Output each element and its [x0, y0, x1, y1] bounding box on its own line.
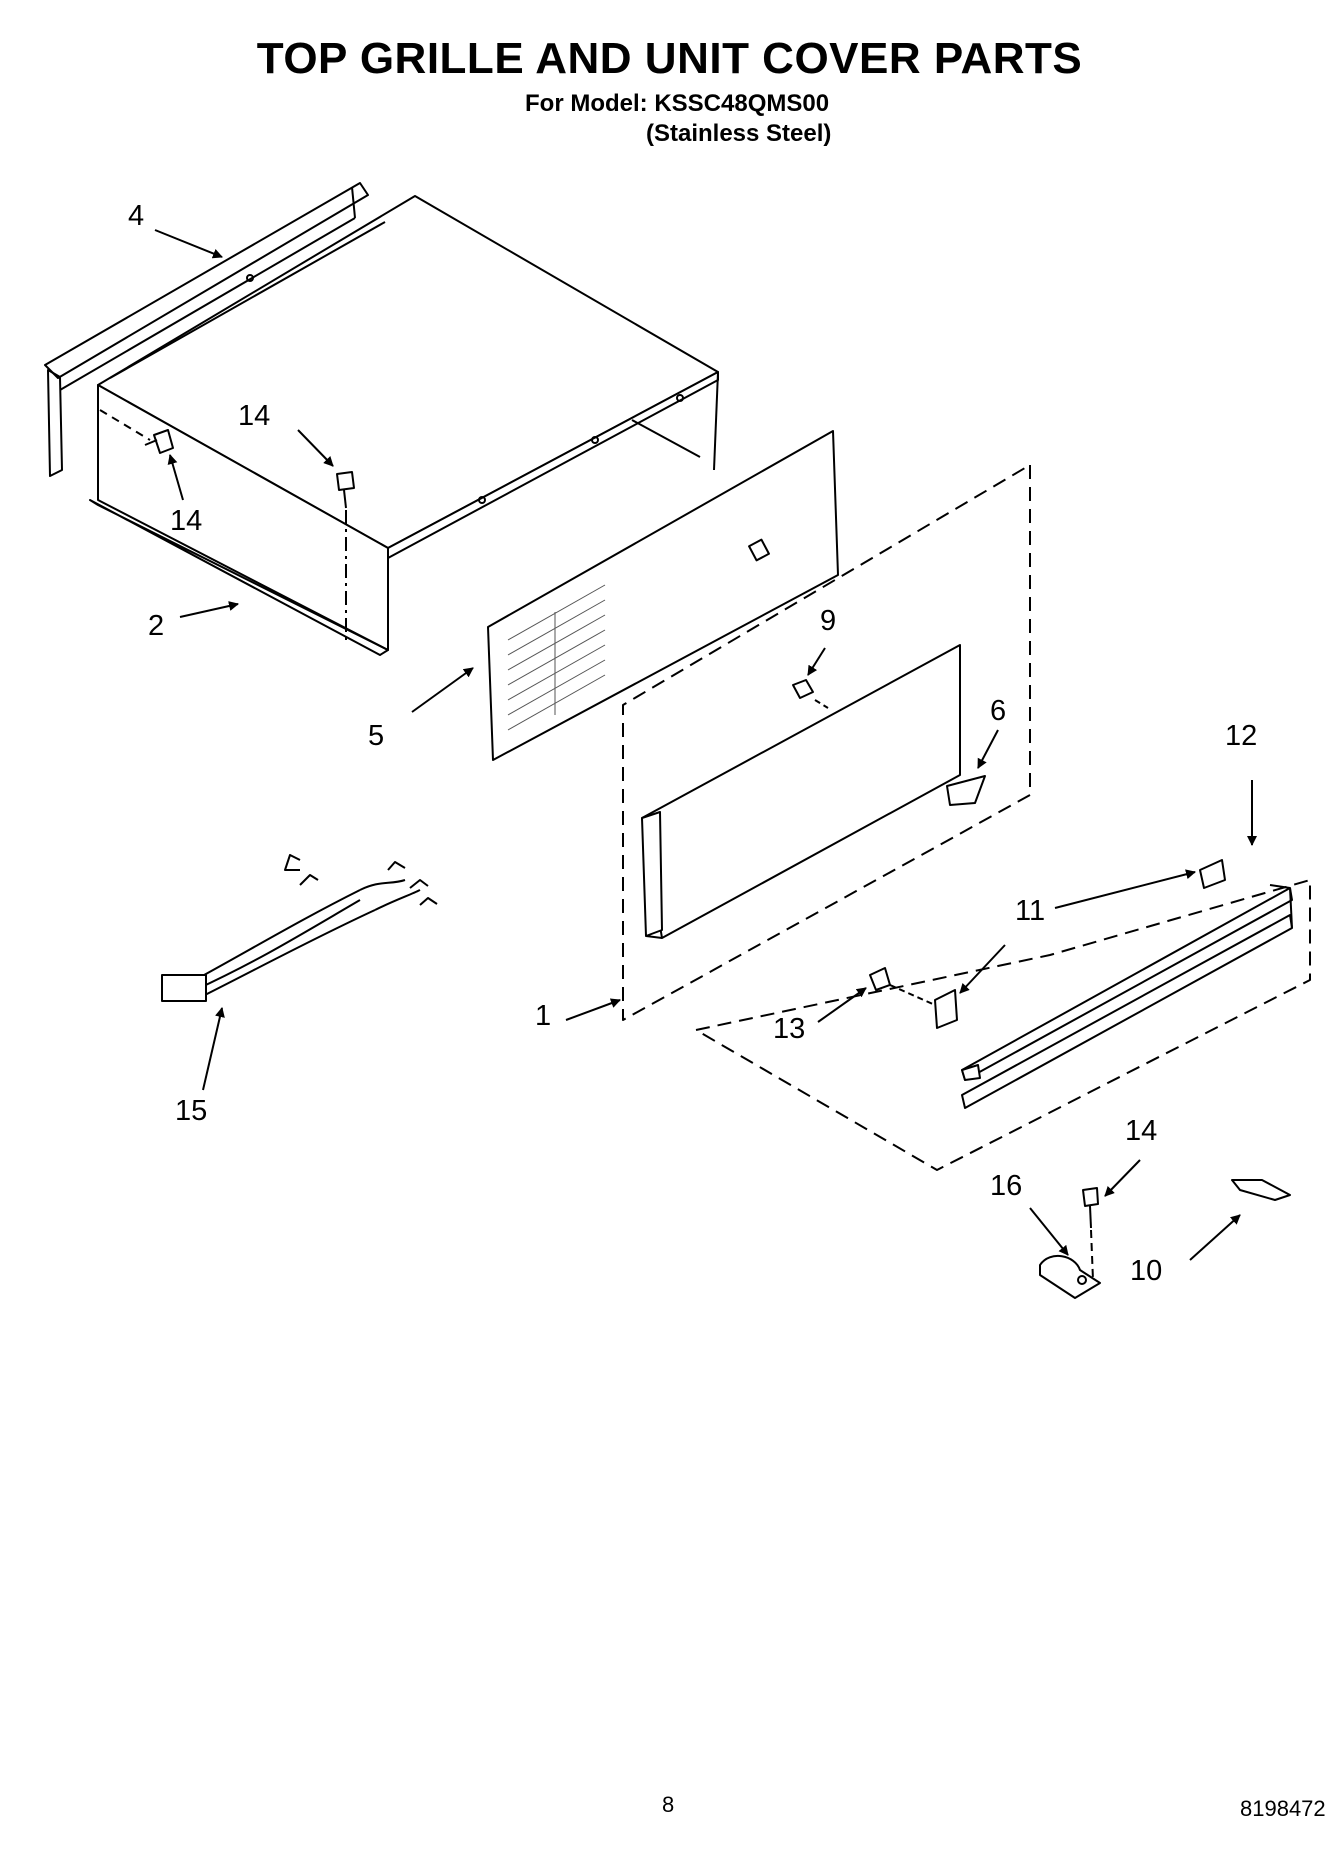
- callout-14: 14: [1125, 1115, 1157, 1147]
- part-5-back-panel: [487, 430, 839, 761]
- model-finish: (Stainless Steel): [646, 120, 832, 147]
- part-16-clamp: [1039, 1255, 1101, 1299]
- callout-5: 5: [368, 720, 384, 752]
- callout-4: 4: [128, 200, 144, 232]
- callout-1: 1: [535, 1000, 551, 1032]
- model-number: For Model: KSSC48QMS00: [525, 90, 830, 117]
- part-15-wire-harness: [161, 854, 438, 1002]
- callout-14: 14: [238, 400, 270, 432]
- screw-icon: [1082, 1187, 1099, 1281]
- trim-strip: [961, 884, 1293, 1109]
- callout-16: 16: [990, 1170, 1022, 1202]
- part-10-bracket: [1231, 1179, 1291, 1201]
- part-12-trim-assembly-outline: [695, 879, 1311, 1171]
- callout-10: 10: [1130, 1255, 1162, 1287]
- part-1-grille-assembly-outline: [622, 464, 1031, 1021]
- part-11-clip: [934, 989, 958, 1029]
- screw-icon: [99, 409, 174, 454]
- callout-11: 11: [1015, 895, 1045, 927]
- part-9-nut: [792, 679, 829, 709]
- callout-2: 2: [148, 610, 164, 642]
- callout-13: 13: [773, 1013, 805, 1045]
- callout-9: 9: [820, 605, 836, 637]
- grille-panel: [641, 644, 961, 939]
- part-2-unit-cover: [89, 195, 719, 656]
- callout-14: 14: [170, 505, 202, 537]
- document-number: 8198472: [1240, 1796, 1326, 1821]
- screw-icon: [336, 471, 355, 640]
- callout-6: 6: [990, 695, 1006, 727]
- part-11-clip: [1199, 859, 1226, 889]
- page-title: TOP GRILLE AND UNIT COVER PARTS: [256, 34, 1083, 83]
- callout-12: 12: [1225, 720, 1257, 752]
- part-4-rear-bracket: [44, 182, 369, 477]
- callout-15: 15: [175, 1095, 207, 1127]
- part-6-clip: [946, 775, 986, 806]
- page-number: 8: [662, 1792, 675, 1817]
- part-13-screw: [869, 967, 936, 1006]
